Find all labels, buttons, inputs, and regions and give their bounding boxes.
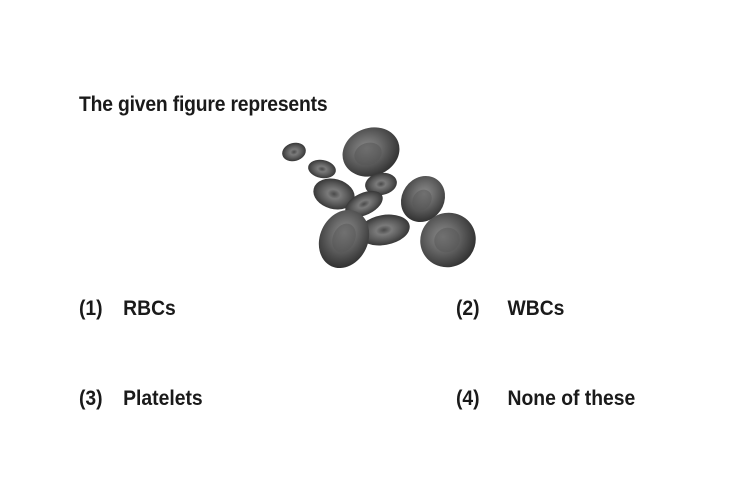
option-2-number: (2)	[456, 297, 480, 320]
option-2-label: WBCs	[507, 297, 565, 320]
blood-cells-icon	[282, 127, 476, 269]
option-4[interactable]: (4) None of these	[456, 387, 635, 411]
option-2[interactable]: (2) WBCs	[456, 297, 564, 321]
option-1-number: (1)	[79, 297, 103, 320]
option-1[interactable]: (1) RBCs	[79, 297, 176, 321]
option-4-number: (4)	[456, 387, 480, 410]
option-1-label: RBCs	[123, 297, 176, 320]
question-text: The given figure represents	[79, 93, 328, 116]
option-3-label: Platelets	[123, 387, 203, 410]
option-4-label: None of these	[507, 387, 636, 410]
option-3[interactable]: (3) Platelets	[79, 387, 203, 411]
option-3-number: (3)	[79, 387, 103, 410]
